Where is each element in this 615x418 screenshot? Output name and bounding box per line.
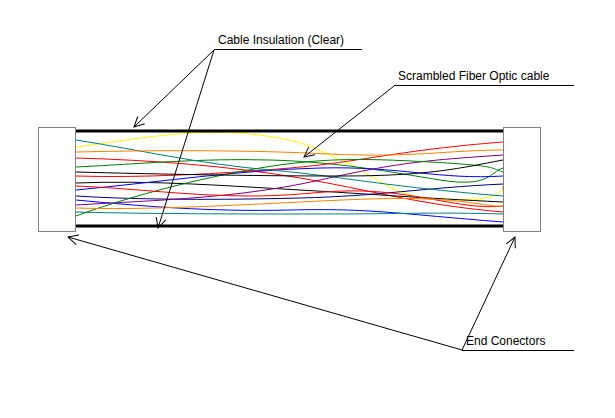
- leader-line: [68, 237, 462, 350]
- end-connector: [504, 128, 541, 232]
- fiber: [76, 140, 503, 196]
- label-anchor: Scrambled Fiber Optic cable: [398, 69, 549, 83]
- leader-line: [304, 86, 394, 157]
- leader-line: [158, 50, 214, 228]
- insulation-edge: [76, 130, 503, 133]
- fiber: [76, 212, 503, 214]
- fiber: [76, 158, 503, 212]
- label-underline: [394, 85, 574, 86]
- fiber: [76, 200, 503, 222]
- label-underline: [462, 350, 574, 351]
- fiber: [76, 160, 503, 216]
- end-connector: [39, 128, 76, 232]
- callout-label: End Conectors: [466, 334, 545, 348]
- label-underline: [214, 49, 362, 50]
- leader-lines: [68, 50, 574, 351]
- callout-label: Cable Insulation (Clear): [218, 33, 344, 47]
- fiber-bundle: [76, 132, 509, 222]
- fiber: [76, 186, 509, 209]
- label-anchor: End Conectors: [466, 334, 545, 348]
- insulation-edge: [76, 225, 503, 228]
- fiber: [76, 142, 503, 177]
- fiber: [76, 186, 503, 207]
- label-anchor: Cable Insulation (Clear): [218, 33, 344, 47]
- leader-line: [462, 237, 515, 350]
- fiber: [76, 160, 503, 176]
- callout-label: Scrambled Fiber Optic cable: [398, 69, 549, 83]
- fiber: [76, 182, 503, 202]
- fiber: [76, 150, 503, 155]
